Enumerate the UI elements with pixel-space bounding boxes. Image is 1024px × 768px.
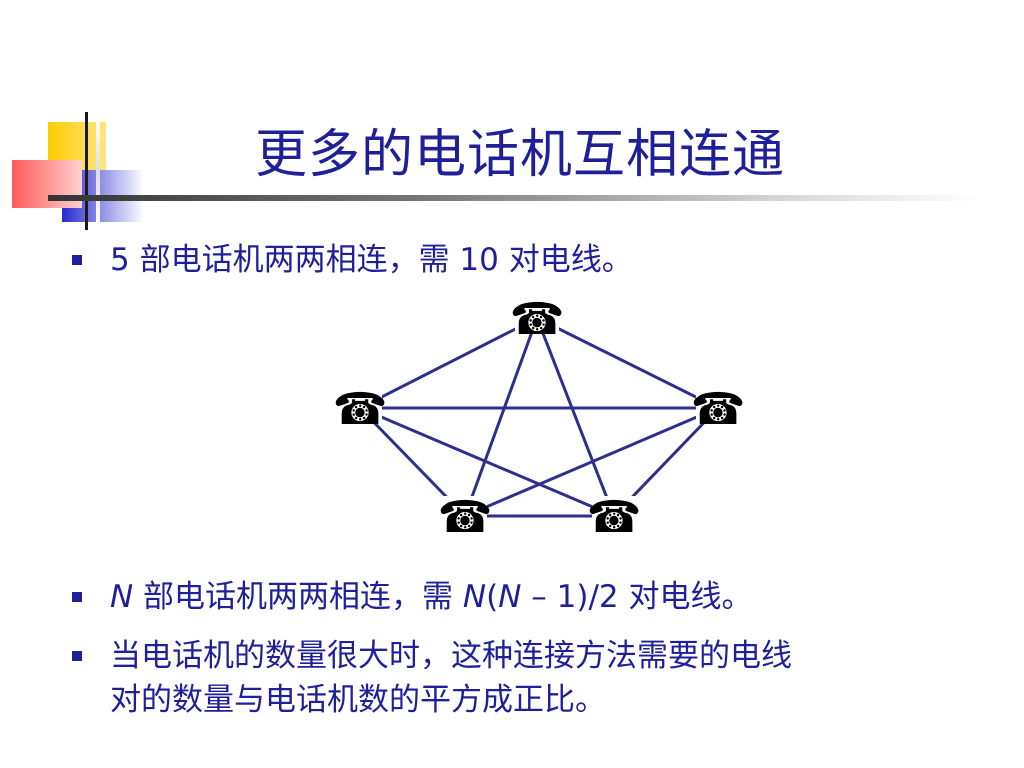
phone-backdrop [696, 388, 740, 424]
bullet-text-3: 当电话机的数量很大时，这种连接方法需要的电线 对的数量与电话机数的平方成正比。 [110, 634, 792, 722]
connection-line [536, 316, 719, 410]
telephone-icon: ☎ [587, 492, 642, 543]
bullet-text-1: 5 部电话机两两相连，需 10 对电线。 [110, 242, 633, 278]
phone-backdrop [338, 388, 382, 424]
phone-backdrop [592, 496, 636, 532]
connection-lines [358, 316, 720, 518]
telephone-icon: ☎ [333, 384, 388, 435]
bullet-marker [72, 651, 82, 661]
telephone-icon: ☎ [510, 294, 565, 345]
connection-line [464, 406, 719, 518]
text-segment: ( [486, 579, 499, 615]
bullet-text-3-line-1: 当电话机的数量很大时，这种连接方法需要的电线 [110, 638, 792, 674]
text-segment: 部电话机两两相连，需 [133, 579, 463, 615]
connection-line [535, 317, 616, 517]
var-n: N [498, 579, 522, 615]
phone-backdrop [515, 298, 559, 334]
bullet-text-2: N 部电话机两两相连，需 N(N – 1)/2 对电线。 [110, 575, 752, 619]
phone-backdrop [443, 496, 487, 532]
var-n: N [462, 579, 487, 615]
telephone-icon: ☎ [438, 492, 493, 543]
telephone-icon: ☎ [691, 384, 746, 435]
bullet-marker [72, 592, 82, 602]
var-n: N [110, 579, 134, 615]
bullet-marker [72, 255, 82, 265]
phone-nodes: ☎ ☎ ☎ ☎ ☎ [333, 294, 746, 543]
connection-line [463, 317, 539, 517]
title-underline [48, 195, 978, 201]
connection-line [359, 316, 538, 410]
connection-line [359, 406, 615, 518]
text-segment: – 1)/2 对电线。 [521, 579, 753, 615]
bullet-text-3-line-2: 对的数量与电话机数的平方成正比。 [110, 682, 606, 718]
slide-title: 更多的电话机互相连通 [255, 125, 786, 185]
